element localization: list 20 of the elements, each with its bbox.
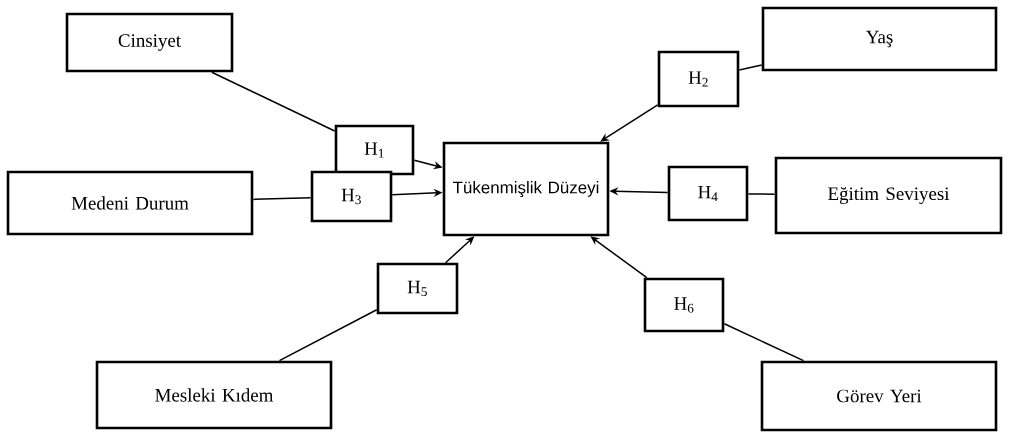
hypothesis-box: H$_{1}$ <box>334 124 415 176</box>
arrow <box>600 104 659 142</box>
hypothesis-box: H$_{2}$ <box>657 50 740 108</box>
connector-line <box>723 323 805 362</box>
connector-line <box>738 64 763 71</box>
variable-box: Mesleki Kıdem <box>95 360 333 430</box>
connector-line <box>278 309 378 362</box>
variable-box: Görev Yeri <box>760 360 998 432</box>
variable-box: Yaş <box>761 6 998 72</box>
connector-line <box>211 71 336 132</box>
variable-box: Medeni Durum <box>6 170 254 236</box>
variable-box: Cinsiyet <box>65 12 234 73</box>
connector-line <box>252 196 312 201</box>
hypothesis-box: H$_{3}$ <box>310 170 393 223</box>
connector-line <box>747 193 776 195</box>
hypothesis-box: H$_{6}$ <box>643 277 725 333</box>
hypothesis-box: H$_{4}$ <box>667 165 749 222</box>
hypothesis-box: H$_{5}$ <box>376 262 459 315</box>
variable-box: Eğitim Seviyesi <box>774 156 1003 235</box>
outcome-box: Tükenmişlik Düzeyi <box>442 141 610 237</box>
